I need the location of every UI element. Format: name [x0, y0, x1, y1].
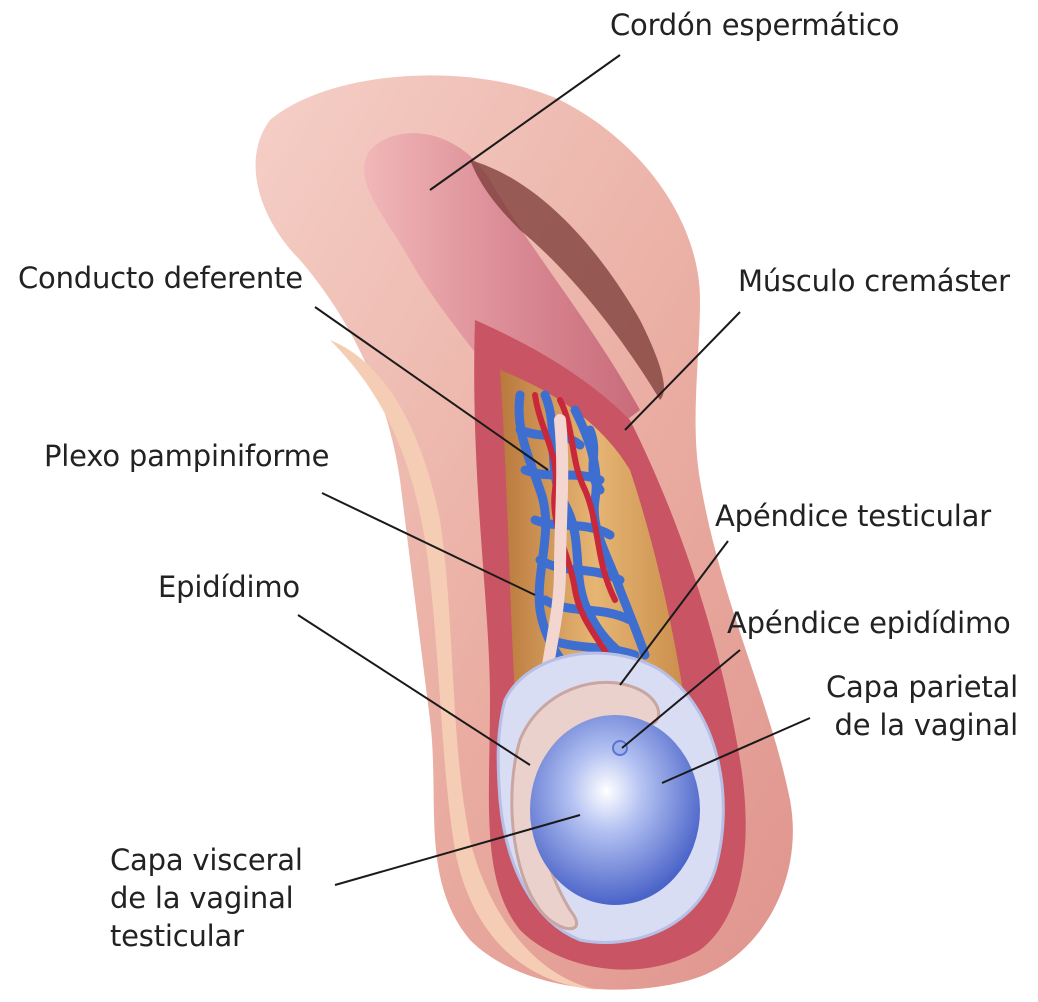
- leader-capa-visceral: [335, 815, 580, 885]
- label-musculo-cremaster: Músculo cremáster: [738, 262, 1010, 300]
- leader-epididimo: [298, 615, 530, 765]
- leader-plexo: [322, 493, 535, 595]
- label-apendice-epididimo: Apéndice epidídimo: [727, 604, 1011, 642]
- leader-apendice-testicular: [620, 541, 728, 685]
- label-apendice-testicular: Apéndice testicular: [715, 497, 991, 535]
- leader-cordon: [430, 55, 620, 190]
- label-capa-visceral-line-1: Capa visceral: [110, 841, 303, 879]
- label-epididimo: Epidídimo: [158, 568, 300, 606]
- label-capa-visceral: Capa visceral de la vaginal testicular: [110, 841, 303, 955]
- label-capa-parietal-line-2: de la vaginal: [826, 706, 1018, 744]
- label-capa-visceral-line-3: testicular: [110, 917, 303, 955]
- leader-musculo: [625, 312, 740, 430]
- label-plexo-pampiniforme: Plexo pampiniforme: [44, 437, 329, 475]
- leader-capa-parietal: [662, 718, 810, 783]
- leader-apendice-epididimo: [622, 650, 740, 748]
- label-conducto-deferente: Conducto deferente: [18, 259, 303, 297]
- leader-conducto: [315, 307, 548, 470]
- label-capa-parietal: Capa parietal de la vaginal: [826, 668, 1018, 744]
- label-cordon-espermatico: Cordón espermático: [610, 6, 899, 44]
- label-capa-parietal-line-1: Capa parietal: [826, 668, 1018, 706]
- label-capa-visceral-line-2: de la vaginal: [110, 879, 303, 917]
